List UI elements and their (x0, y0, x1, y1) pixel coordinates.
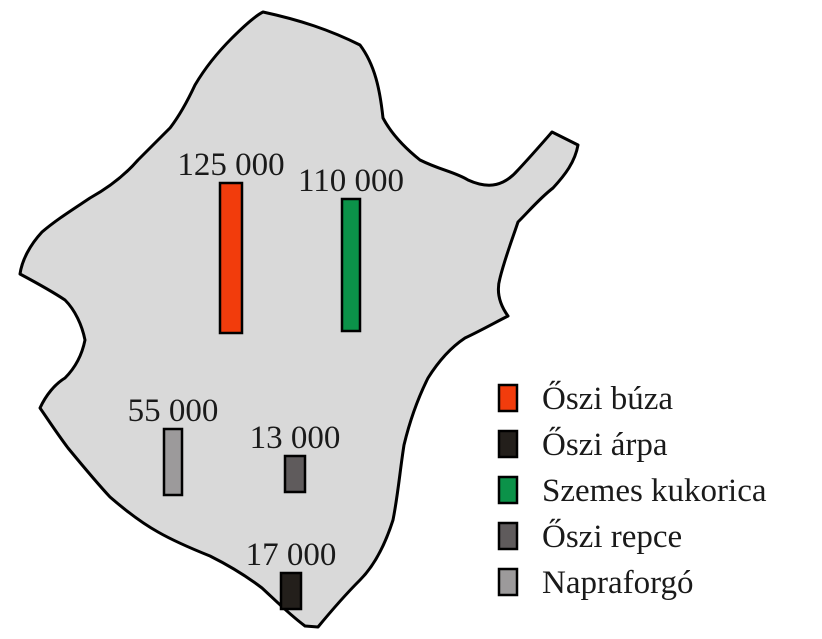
legend-swatch-oszi-arpa (497, 429, 519, 459)
region-outline (18, 10, 580, 629)
bar-napraforgo (162, 427, 184, 497)
legend-swatch-napraforgo (497, 567, 519, 597)
bar-oszi-arpa (279, 571, 303, 611)
bar-szemes-kukorica (340, 197, 362, 333)
value-label-oszi-buza: 125 000 (177, 147, 284, 183)
bars-layer (162, 181, 362, 611)
bar-oszi-repce (283, 454, 307, 494)
legend-swatch-szemes-kukorica (497, 475, 519, 505)
value-label-oszi-repce: 13 000 (250, 420, 341, 456)
value-labels-layer: 125 000 110 000 55 000 13 000 17 000 (128, 147, 404, 573)
bar-oszi-buza (218, 181, 244, 335)
value-label-napraforgo: 55 000 (128, 393, 219, 429)
legend-label-oszi-buza: Őszi búza (542, 379, 673, 417)
legend-swatch-oszi-repce (497, 521, 519, 551)
value-label-oszi-arpa: 17 000 (246, 537, 337, 573)
legend-label-oszi-arpa: Őszi árpa (542, 425, 668, 463)
legend-label-szemes-kukorica: Szemes kukorica (542, 473, 767, 509)
legend-swatch-oszi-buza (497, 383, 519, 413)
value-label-szemes-kukorica: 110 000 (298, 163, 404, 199)
legend-label-oszi-repce: Őszi repce (542, 517, 682, 555)
legend-label-napraforgo: Napraforgó (542, 565, 694, 601)
